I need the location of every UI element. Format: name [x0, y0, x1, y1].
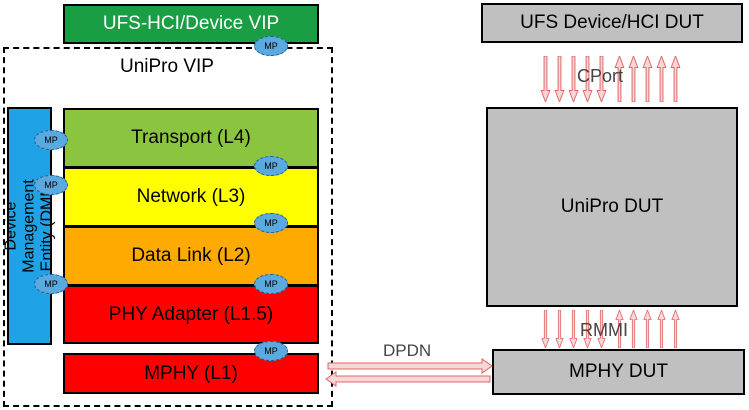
mphy-dut-block: MPHY DUT [492, 349, 745, 395]
mphy-dut-label: MPHY DUT [569, 361, 668, 382]
dpdn-left-arrow [325, 371, 491, 387]
network-layer-label: Network (L3) [136, 186, 246, 207]
phy-adapter-layer-label: PHY Adapter (L1.5) [108, 303, 274, 325]
unipro-dut-label: UniPro DUT [560, 196, 664, 217]
transport-layer-label: Transport (L4) [131, 127, 251, 148]
ufs-hci-device-vip-label: UFS-HCI/Device VIP [102, 13, 280, 34]
mp-transport-network: MP [254, 156, 288, 176]
mp-datalink-phy-adapter: MP [254, 274, 288, 294]
ufs-device-hci-dut-label: UFS Device/HCI DUT [520, 12, 704, 33]
mp-mphy: MP [254, 341, 288, 361]
unipro-vip-label: UniPro VIP [120, 56, 214, 77]
cport-label: CPort [577, 66, 624, 86]
data-link-layer-label: Data Link (L2) [131, 245, 251, 266]
mp-dme-transport: MP [34, 130, 68, 150]
phy-adapter-layer-block: PHY Adapter (L1.5) [63, 285, 319, 344]
mp-ufs-vip: MP [254, 36, 288, 56]
dpdn-label: DPDN [383, 341, 432, 360]
cport-up-arrows [614, 56, 681, 102]
ufs-device-hci-dut-block: UFS Device/HCI DUT [481, 3, 743, 43]
rmmi-label: RMMI [580, 320, 628, 340]
ufs-hci-device-vip-block: UFS-HCI/Device VIP [63, 4, 319, 44]
mp-dme-phy-adapter: MP [34, 274, 68, 294]
dpdn-right-arrow [327, 358, 493, 374]
unipro-vip-boundary [3, 47, 333, 407]
mp-network-datalink: MP [254, 213, 288, 233]
mphy-layer-label: MPHY (L1) [144, 362, 238, 384]
unipro-dut-block: UniPro DUT [486, 107, 738, 307]
mp-dme-network: MP [34, 175, 68, 195]
